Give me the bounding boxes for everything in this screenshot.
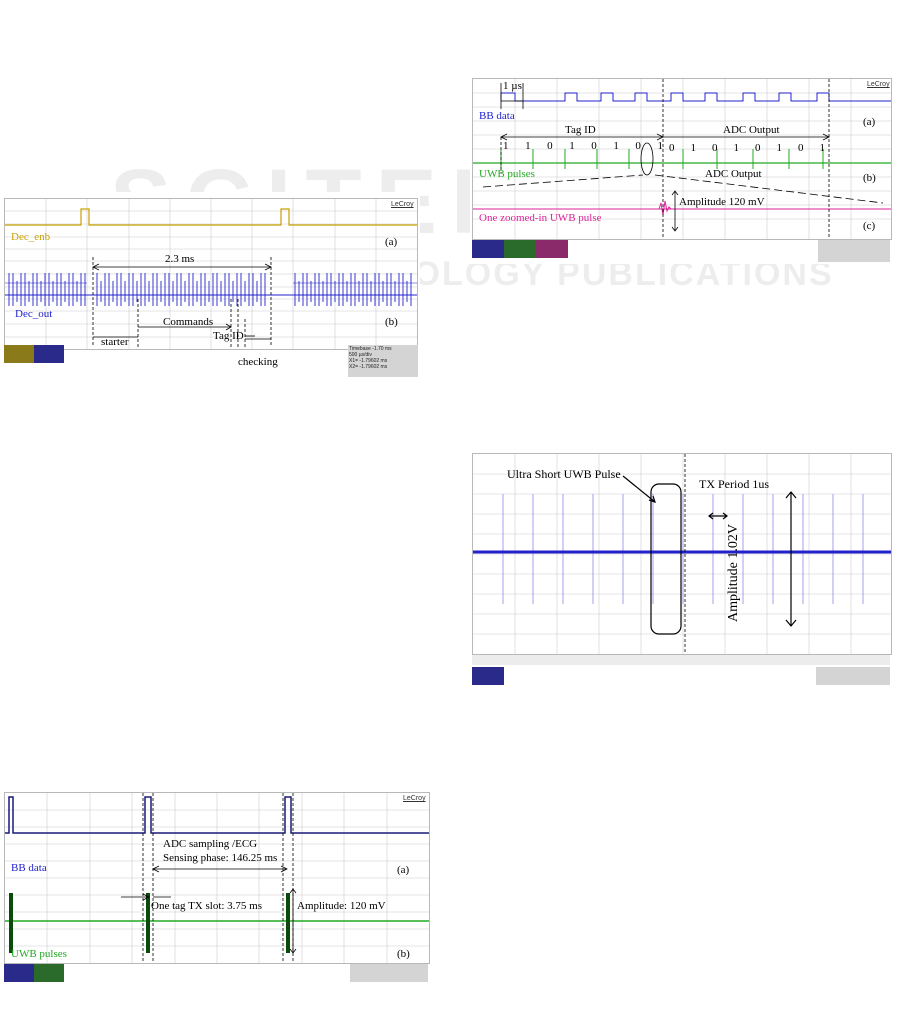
- bit: 1: [525, 140, 531, 152]
- sublabel-b: (b): [863, 172, 876, 184]
- bit: 0: [547, 140, 553, 152]
- trace-label-zoomed: One zoomed-in UWB pulse: [479, 212, 602, 224]
- commands-label: Commands: [163, 316, 214, 328]
- scope-status-box: [350, 964, 428, 982]
- bit: 1: [657, 140, 663, 152]
- sublabel-a: (a): [863, 116, 876, 128]
- bit: 1: [569, 140, 575, 152]
- pulse-train: [502, 494, 864, 604]
- bb-data-trace: [5, 796, 429, 834]
- phase-label-line2: Sensing phase: 146.25 ms: [163, 852, 278, 864]
- bit: 1: [776, 142, 783, 154]
- scope-grid: [5, 793, 429, 963]
- channel-chip-2: [34, 964, 64, 982]
- trace-label-dec-enb: Dec_enb: [11, 231, 51, 243]
- bit: 0: [712, 142, 718, 154]
- scope-grid: [473, 454, 891, 654]
- starter-label: starter: [101, 336, 129, 348]
- sublabel-b: (b): [397, 948, 410, 960]
- sublabel-c: (c): [863, 220, 876, 232]
- adc-bits: 0 1 0 1 0 1 0 1: [669, 143, 825, 154]
- scope-screen: 1 µs BB data Tag ID ADC Output 1 1 0 1 0…: [472, 78, 892, 240]
- sublabel-a: (a): [385, 236, 398, 248]
- trace-label-bb-data: BB data: [11, 862, 47, 874]
- period-label: TX Period 1us: [699, 477, 769, 491]
- figure-uwb-frame: 1 µs BB data Tag ID ADC Output 1 1 0 1 0…: [470, 78, 894, 264]
- bit: 1: [613, 140, 619, 152]
- measure-bar: [472, 655, 890, 665]
- brand-logo: LeCroy: [403, 795, 426, 802]
- bit: 0: [635, 140, 641, 152]
- bit: 1: [690, 142, 697, 154]
- scope-status-box: [816, 667, 890, 685]
- checking-label: checking: [238, 356, 278, 368]
- figure-uwb-pulse-train: Ultra Short UWB Pulse TX Period 1us Ampl…: [470, 453, 894, 685]
- trace-label-bb-data: BB data: [479, 110, 515, 122]
- sublabel-a: (a): [397, 864, 410, 876]
- brand-logo: LeCroy: [867, 81, 890, 88]
- bb-data-trace: [500, 92, 891, 102]
- period-label: 1 µs: [503, 80, 522, 92]
- amplitude-label: Amplitude: 120 mV: [297, 900, 386, 912]
- slot-label: One tag TX slot: 3.75 ms: [151, 900, 263, 912]
- adc-output-label-top: ADC Output: [723, 124, 780, 136]
- trace-label-dec-out: Dec_out: [15, 308, 53, 320]
- tag-bits: 1 1 0 1 0 1 0 1: [503, 141, 663, 152]
- bit: 0: [798, 142, 804, 154]
- bit: 0: [669, 142, 675, 154]
- trace-label-uwb-pulses: UWB pulses: [479, 168, 535, 180]
- tag-id-label: Tag ID: [565, 124, 596, 136]
- channel-chip-1: [472, 667, 504, 685]
- bit: 1: [819, 142, 826, 154]
- brand-logo: LeCroy: [391, 201, 414, 208]
- scope-status-box: [818, 240, 890, 262]
- trace-label-uwb-pulses: UWB pulses: [11, 948, 67, 960]
- sublabel-b: (b): [385, 316, 398, 328]
- bit: 0: [591, 140, 597, 152]
- tag-id-label: Tag ID: [213, 330, 244, 342]
- figure-tx-slot: ADC sampling /ECG Sensing phase: 146.25 …: [0, 792, 432, 982]
- dec-enb-trace: [5, 208, 417, 226]
- amplitude-label: Amplitude 1.02V: [726, 524, 741, 622]
- scope-grid: [5, 199, 417, 349]
- figure-decoder-timing: Dec_enb Dec_out (a) (b) 2.3 ms starter C…: [0, 192, 420, 378]
- bit: 1: [733, 142, 740, 154]
- scope-screen: Ultra Short UWB Pulse TX Period 1us Ampl…: [472, 453, 892, 655]
- amplitude-label: Amplitude 120 mV: [679, 196, 765, 208]
- channel-chip-1: [4, 345, 34, 363]
- scope-screen: Dec_enb Dec_out (a) (b) 2.3 ms starter C…: [4, 198, 418, 350]
- channel-chip-3: [536, 240, 568, 258]
- bit: 1: [503, 140, 509, 152]
- phase-label-line1: ADC sampling /ECG: [163, 838, 258, 850]
- bit: 0: [755, 142, 761, 154]
- scope-grid: [473, 79, 891, 239]
- channel-chip-2: [34, 345, 64, 363]
- adc-output-label-mid: ADC Output: [705, 168, 762, 180]
- scope-screen: ADC sampling /ECG Sensing phase: 146.25 …: [4, 792, 430, 964]
- channel-chip-2: [504, 240, 536, 258]
- span-label: 2.3 ms: [165, 253, 195, 265]
- channel-chip-1: [4, 964, 34, 982]
- pulse-label: Ultra Short UWB Pulse: [507, 467, 621, 481]
- channel-chip-1: [472, 240, 504, 258]
